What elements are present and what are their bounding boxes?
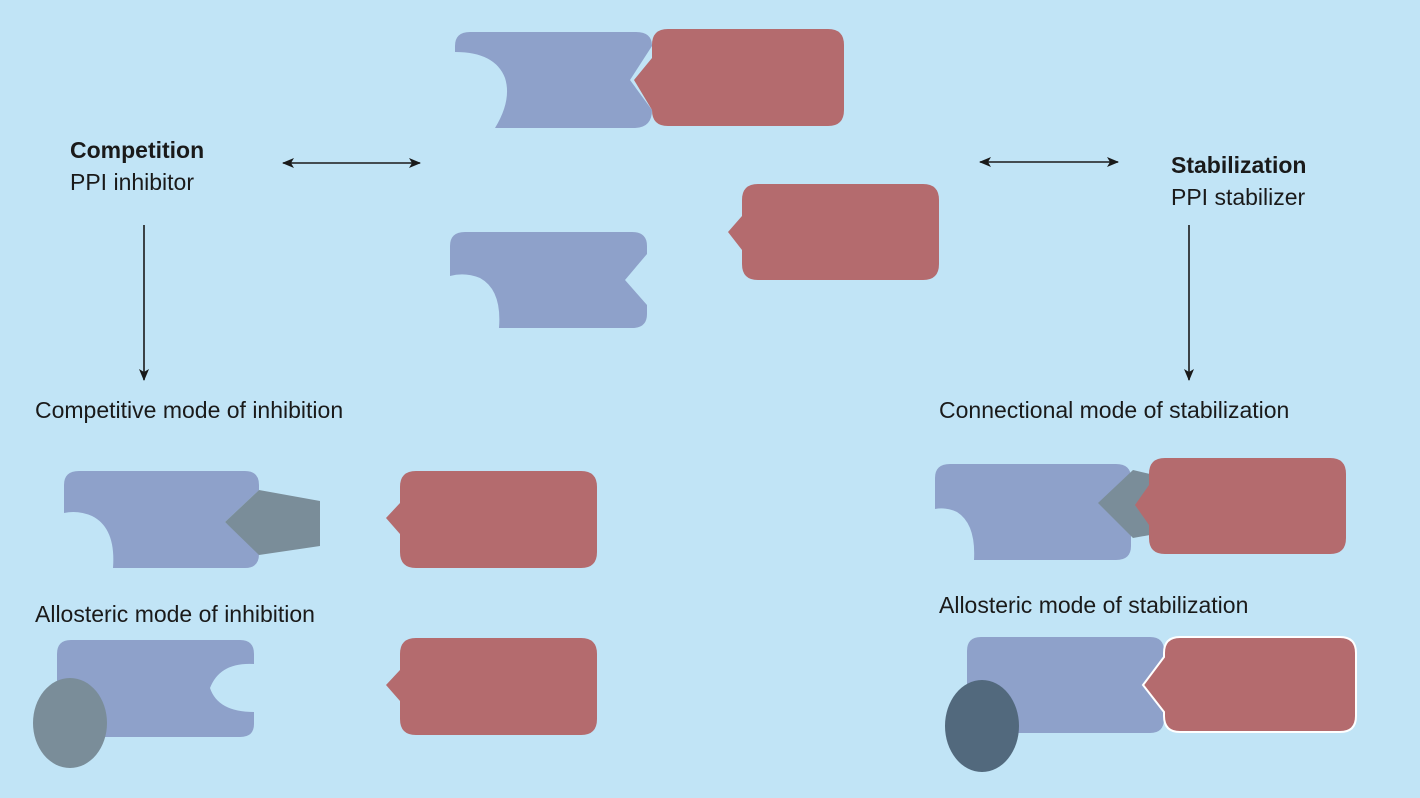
stabilization-title: Stabilization [1171,152,1307,178]
inhibitor-molecule [225,490,320,555]
allosteric-inhibition-complex [33,638,597,768]
protein-a [935,464,1131,560]
protein-b-bound [634,29,844,126]
protein-a [57,640,254,737]
competition-subtitle: PPI inhibitor [70,169,195,195]
competitive-inhibition-complex [64,471,597,568]
connectional-stabilization-label: Connectional mode of stabilization [939,397,1290,423]
stabilizer-molecule [1098,470,1150,538]
allosteric-inhibition-label: Allosteric mode of inhibition [35,601,315,627]
protein-a-bound [455,32,652,128]
allosteric-stabilization-complex [945,636,1357,772]
protein-b [386,471,597,568]
top-complex [455,29,844,128]
competitive-inhibition-label: Competitive mode of inhibition [35,397,344,423]
stabilization-subtitle: PPI stabilizer [1171,184,1306,210]
allosteric-inhibitor [33,678,107,768]
protein-a-unbound [450,232,647,328]
protein-b-unbound [728,184,939,280]
allosteric-stabilization-label: Allosteric mode of stabilization [939,592,1249,618]
connectional-stabilization-complex [935,458,1346,560]
protein-b [1135,458,1346,554]
protein-b [1141,636,1357,733]
competition-title: Competition [70,137,205,163]
allosteric-stabilizer [945,680,1019,772]
protein-b [386,638,597,735]
protein-a [64,471,259,568]
